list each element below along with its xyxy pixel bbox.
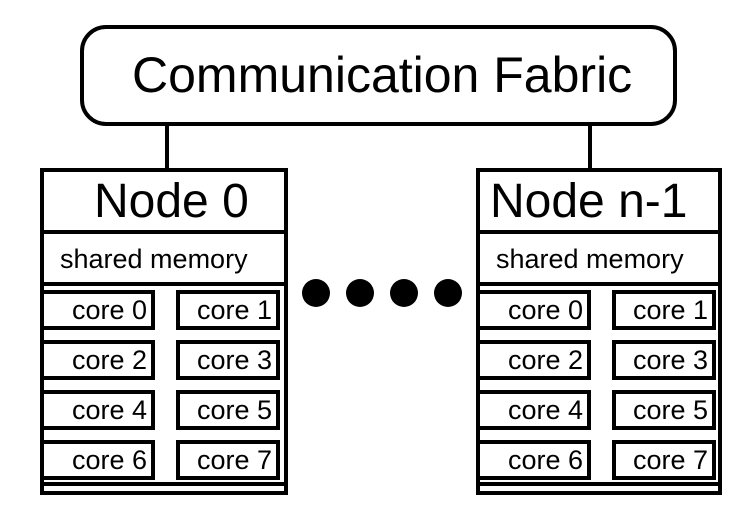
- node-0-title: Node 0: [94, 175, 249, 228]
- fabric-connector-node-n-1: [588, 125, 592, 171]
- node-n-1-core: core 5: [612, 390, 716, 430]
- node-n-1-bottom-rule: [476, 482, 722, 486]
- node-n-1-core: core 6: [476, 440, 591, 480]
- node-0-core: core 3: [176, 340, 280, 380]
- node-0-core: core 6: [40, 440, 155, 480]
- node-n-1-shared-memory: shared memory: [496, 244, 684, 274]
- node-n-1-core: core 4: [476, 390, 591, 430]
- node-n-1-core: core 7: [612, 440, 716, 480]
- node-n-1-core: core 1: [612, 290, 716, 330]
- node-0-core: core 7: [176, 440, 280, 480]
- ellipsis-dot: [390, 279, 418, 307]
- node-n-1-title: Node n-1: [490, 175, 688, 228]
- node-0-core: core 2: [40, 340, 155, 380]
- node-0-bottom-rule: [40, 482, 288, 486]
- communication-fabric: Communication Fabric: [80, 25, 677, 126]
- ellipsis-dot: [434, 279, 462, 307]
- node-n-1-divider: [476, 230, 722, 234]
- communication-fabric-label: Communication Fabric: [132, 47, 633, 103]
- node-n-1-core: core 0: [476, 290, 591, 330]
- ellipsis-dot: [302, 279, 330, 307]
- ellipsis-dot: [346, 279, 374, 307]
- node-n-1-memory-divider: [476, 282, 722, 286]
- node-0-memory-divider: [40, 282, 288, 286]
- fabric-connector-node-0: [165, 125, 169, 171]
- node-0-shared-memory: shared memory: [60, 244, 248, 274]
- node-0-core: core 1: [176, 290, 280, 330]
- node-0-core: core 5: [176, 390, 280, 430]
- node-n-1-core: core 3: [612, 340, 716, 380]
- node-n-1-core: core 2: [476, 340, 591, 380]
- node-0-divider: [40, 230, 288, 234]
- node-0-core: core 0: [40, 290, 155, 330]
- node-0-core: core 4: [40, 390, 155, 430]
